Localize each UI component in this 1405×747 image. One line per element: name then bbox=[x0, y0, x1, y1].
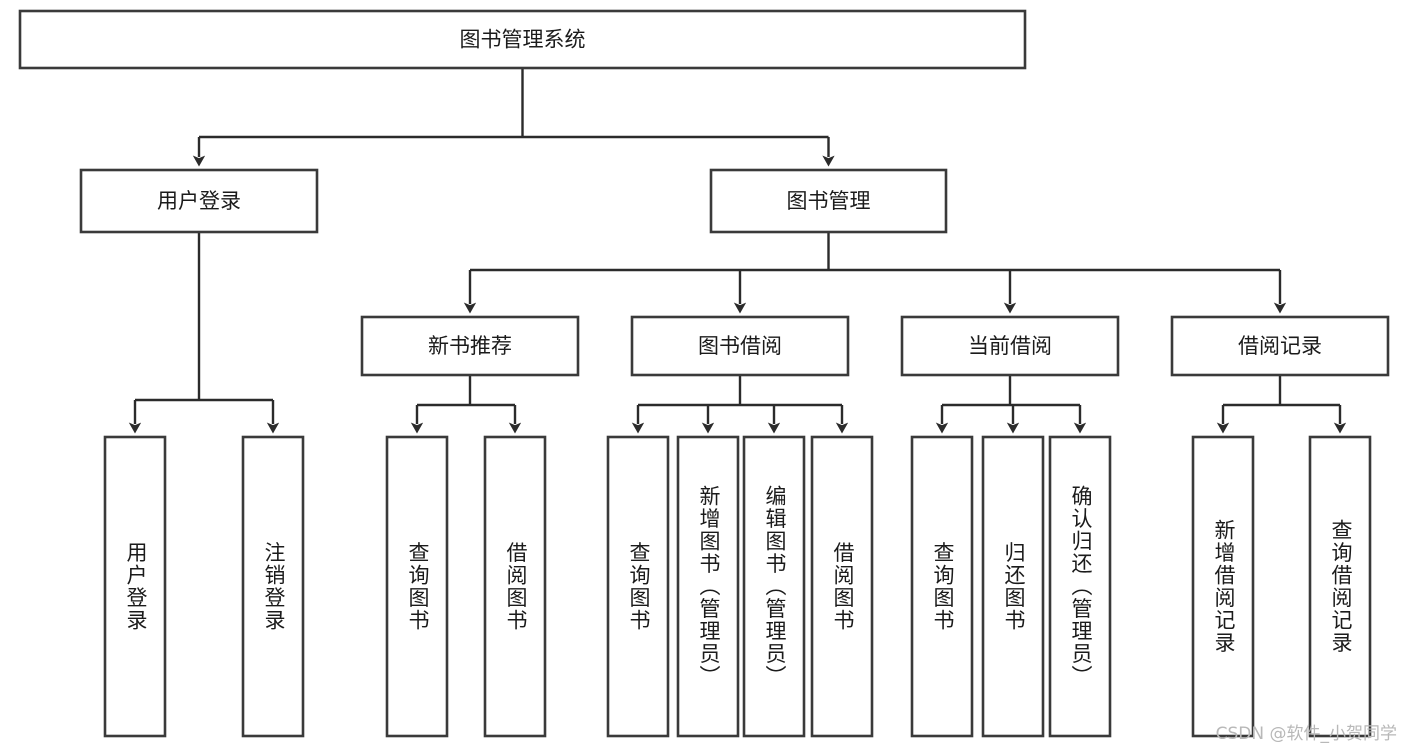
node-box bbox=[103, 435, 167, 738]
node-book-management[interactable]: 图书管理 bbox=[709, 168, 948, 234]
node-label: 图书管理系统 bbox=[460, 28, 586, 52]
node-box bbox=[360, 315, 580, 377]
node-user-login[interactable]: 用户登录 bbox=[79, 168, 319, 234]
node-label: 新增图书（管理员） bbox=[697, 485, 721, 688]
node-label: 图书借阅 bbox=[698, 334, 782, 358]
edges-layer bbox=[128, 68, 1347, 434]
node-box bbox=[241, 435, 305, 738]
node-box bbox=[709, 168, 948, 234]
node-box bbox=[1191, 435, 1255, 738]
node-box bbox=[1170, 315, 1390, 377]
node-leaf-query-record[interactable]: 查询借阅记录 bbox=[1308, 435, 1372, 738]
node-box bbox=[18, 9, 1027, 70]
node-book-borrow[interactable]: 图书借阅 bbox=[630, 315, 850, 377]
node-label: 新增借阅记录 bbox=[1212, 519, 1236, 654]
node-label: 编辑图书（管理员） bbox=[763, 485, 787, 688]
node-label: 查询图书 bbox=[627, 542, 651, 632]
node-leaf-add-book[interactable]: 新增图书（管理员） bbox=[676, 435, 740, 738]
node-label: 图书管理 bbox=[787, 189, 871, 213]
node-label: 新书推荐 bbox=[428, 334, 512, 358]
node-leaf-confirm-return[interactable]: 确认归还（管理员） bbox=[1048, 435, 1112, 738]
node-root[interactable]: 图书管理系统 bbox=[18, 9, 1027, 70]
node-label: 查询图书 bbox=[931, 542, 955, 632]
node-box bbox=[483, 435, 547, 738]
node-leaf-logout[interactable]: 注销登录 bbox=[241, 435, 305, 738]
node-leaf-query-book-2[interactable]: 查询图书 bbox=[606, 435, 670, 738]
node-box bbox=[981, 435, 1045, 738]
node-borrow-records[interactable]: 借阅记录 bbox=[1170, 315, 1390, 377]
node-label: 当前借阅 bbox=[968, 334, 1052, 358]
node-new-book-recommend[interactable]: 新书推荐 bbox=[360, 315, 580, 377]
node-box bbox=[79, 168, 319, 234]
node-leaf-borrow-book-2[interactable]: 借阅图书 bbox=[810, 435, 874, 738]
node-leaf-borrow-book-1[interactable]: 借阅图书 bbox=[483, 435, 547, 738]
node-label: 查询图书 bbox=[406, 542, 430, 632]
node-box bbox=[810, 435, 874, 738]
node-box bbox=[1308, 435, 1372, 738]
node-leaf-return-book[interactable]: 归还图书 bbox=[981, 435, 1045, 738]
node-box bbox=[900, 315, 1120, 377]
node-label: 归还图书 bbox=[1002, 542, 1026, 632]
node-box bbox=[630, 315, 850, 377]
node-leaf-query-book-1[interactable]: 查询图书 bbox=[385, 435, 449, 738]
node-label: 确认归还（管理员） bbox=[1069, 485, 1093, 688]
nodes-layer: 图书管理系统用户登录图书管理新书推荐图书借阅当前借阅借阅记录用户登录注销登录查询… bbox=[18, 9, 1390, 738]
node-box bbox=[742, 435, 806, 738]
node-label: 借阅记录 bbox=[1238, 334, 1322, 358]
node-leaf-edit-book[interactable]: 编辑图书（管理员） bbox=[742, 435, 806, 738]
node-leaf-user-login[interactable]: 用户登录 bbox=[103, 435, 167, 738]
node-box bbox=[606, 435, 670, 738]
node-box bbox=[910, 435, 974, 738]
node-box bbox=[676, 435, 740, 738]
node-leaf-query-book-3[interactable]: 查询图书 bbox=[910, 435, 974, 738]
node-label: 用户登录 bbox=[124, 542, 148, 632]
node-leaf-add-record[interactable]: 新增借阅记录 bbox=[1191, 435, 1255, 738]
node-label: 注销登录 bbox=[262, 542, 286, 632]
node-box bbox=[385, 435, 449, 738]
node-label: 查询借阅记录 bbox=[1329, 519, 1353, 654]
node-box bbox=[1048, 435, 1112, 738]
node-label: 用户登录 bbox=[157, 189, 241, 213]
node-label: 借阅图书 bbox=[831, 542, 855, 632]
node-current-borrow[interactable]: 当前借阅 bbox=[900, 315, 1120, 377]
node-label: 借阅图书 bbox=[504, 542, 528, 632]
